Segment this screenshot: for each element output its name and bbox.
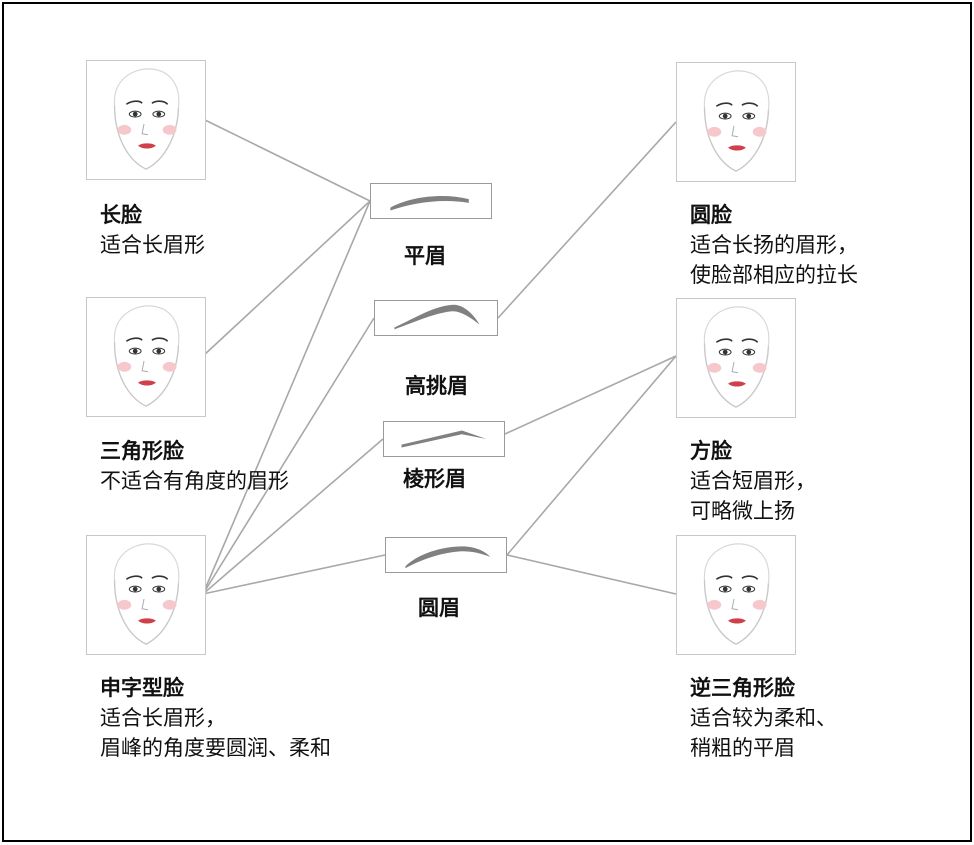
connector-square-round xyxy=(506,355,677,556)
face-desc: 可略微上扬 xyxy=(690,499,795,523)
brow-shape xyxy=(390,196,469,211)
face-name: 长脸 xyxy=(100,203,142,227)
face-caption-round: 圆脸 适合长扬的眉形， 使脸部相应的拉长 xyxy=(690,200,858,290)
connector-shen-round xyxy=(202,554,386,595)
connector-long-flat xyxy=(204,119,371,202)
face-name: 三角形脸 xyxy=(100,439,184,463)
face-name: 圆脸 xyxy=(690,203,732,227)
connector-square-angular xyxy=(504,355,677,435)
face-name: 逆三角形脸 xyxy=(690,676,795,700)
brow-label-round: 圆眉 xyxy=(418,596,460,620)
connector-shen-angular xyxy=(202,438,384,595)
brow-shape xyxy=(394,304,480,330)
brow-image-flat xyxy=(370,183,492,219)
face-desc: 眉峰的角度要圆润、柔和 xyxy=(100,736,331,760)
face-image-shen xyxy=(86,535,206,655)
face-desc: 适合长眉形， xyxy=(100,706,226,730)
brow-shape xyxy=(405,546,491,569)
face-caption-shen: 申字型脸 适合长眉形， 眉峰的角度要圆润、柔和 xyxy=(100,673,331,763)
face-name: 方脸 xyxy=(690,439,732,463)
brow-image-high-arch xyxy=(374,300,498,336)
face-image-triangle xyxy=(86,297,206,417)
brow-label-angular: 棱形眉 xyxy=(403,467,466,491)
face-image-long xyxy=(86,60,206,180)
face-desc: 使脸部相应的拉长 xyxy=(690,263,858,287)
brow-label-flat: 平眉 xyxy=(404,244,446,268)
face-image-square xyxy=(676,298,796,418)
connector-round-high-arch xyxy=(497,121,677,319)
face-desc: 适合长眉形 xyxy=(100,233,205,257)
connector-shen-flat xyxy=(202,200,371,595)
face-desc: 稍粗的平眉 xyxy=(690,736,795,760)
face-image-round xyxy=(676,62,796,182)
face-caption-triangle: 三角形脸 不适合有角度的眉形 xyxy=(100,436,289,496)
face-caption-inverted-triangle: 逆三角形脸 适合较为柔和、 稍粗的平眉 xyxy=(690,673,837,763)
connector-triangle-flat xyxy=(202,200,371,357)
face-desc: 不适合有角度的眉形 xyxy=(100,469,289,493)
face-image-inverted-triangle xyxy=(676,535,796,655)
connector-shen-high-arch xyxy=(202,317,375,595)
brow-shape xyxy=(401,430,487,448)
brow-image-angular xyxy=(383,421,505,457)
face-desc: 适合较为柔和、 xyxy=(690,706,837,730)
connector-inverted-triangle-round xyxy=(506,554,677,595)
brow-label-high-arch: 高挑眉 xyxy=(405,374,468,398)
face-caption-long: 长脸 适合长眉形 xyxy=(100,200,205,260)
face-name: 申字型脸 xyxy=(100,676,184,700)
face-desc: 适合短眉形， xyxy=(690,469,816,493)
face-desc: 适合长扬的眉形， xyxy=(690,233,858,257)
brow-image-round xyxy=(385,537,507,573)
face-caption-square: 方脸 适合短眉形， 可略微上扬 xyxy=(690,436,816,526)
